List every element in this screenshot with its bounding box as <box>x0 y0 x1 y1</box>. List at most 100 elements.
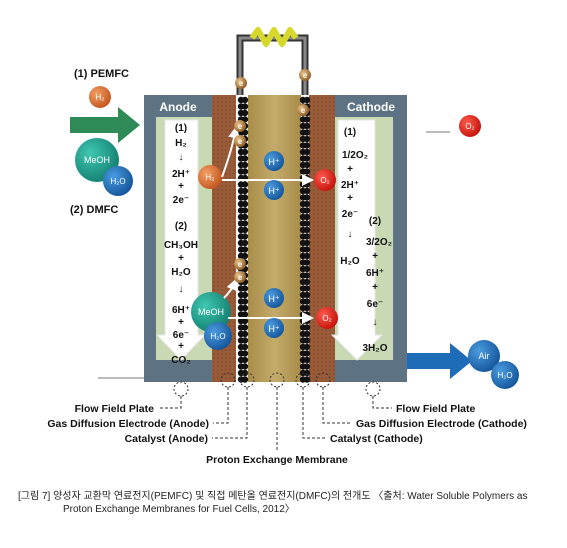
fuel-inlet-arrow <box>70 107 140 143</box>
air-molecule-icon <box>468 340 500 372</box>
svg-text:(1): (1) <box>344 127 356 138</box>
svg-text:+: + <box>178 317 184 328</box>
svg-text:O₂: O₂ <box>465 122 474 131</box>
svg-text:+: + <box>347 164 353 175</box>
pemfc-label: (1) PEMFC <box>74 68 129 80</box>
catalyst-particle <box>241 330 249 338</box>
catalyst-particle <box>241 298 249 305</box>
svg-text:H₂O: H₂O <box>497 371 512 380</box>
catalyst-particle <box>241 311 249 318</box>
catalyst-particle <box>303 330 311 338</box>
flow-field-plate-right-label: Flow Field Plate <box>396 403 476 415</box>
catalyst-particle <box>303 194 311 201</box>
catalyst-particle <box>303 363 311 370</box>
svg-text:↓: ↓ <box>348 229 353 240</box>
svg-text:H⁺: H⁺ <box>268 186 279 196</box>
catalyst-particle <box>303 337 311 344</box>
caption-line-1: [그림 7] 양성자 교환막 연료전지(PEMFC) 및 직접 메탄올 연료전지… <box>18 491 528 502</box>
svg-text:H₂O: H₂O <box>110 177 125 186</box>
svg-text:MeOH: MeOH <box>84 155 110 165</box>
svg-text:+: + <box>372 251 378 262</box>
electron-symbol: e <box>238 122 243 131</box>
catalyst-particle <box>303 233 311 240</box>
svg-text:H₂: H₂ <box>96 93 105 102</box>
electron-icon <box>234 135 246 147</box>
catalyst-particle <box>303 265 311 273</box>
catalyst-particle <box>241 317 249 325</box>
load-resistor <box>249 27 299 47</box>
catalyst-particle <box>303 252 311 260</box>
catalyst-particle <box>241 369 249 377</box>
electron-icon <box>235 77 247 89</box>
cathode-header: Cathode <box>347 100 395 114</box>
svg-text:6H⁺: 6H⁺ <box>172 305 190 316</box>
svg-text:6e⁻: 6e⁻ <box>367 299 383 310</box>
catalyst-particle <box>303 350 311 357</box>
catalyst-particle <box>303 148 311 156</box>
catalyst-particle <box>303 122 311 130</box>
catalyst-particle <box>303 168 311 175</box>
catalyst-particle <box>303 226 311 234</box>
catalyst-particle <box>303 285 311 292</box>
water-outlet-molecule-icon <box>491 361 519 389</box>
catalyst-particle <box>241 291 249 299</box>
catalyst-particle <box>303 239 311 247</box>
gde-cathode-label: Gas Diffusion Electrode (Cathode) <box>356 418 527 430</box>
svg-text:3H₂O: 3H₂O <box>362 343 387 354</box>
catalyst-particle <box>241 148 249 156</box>
catalyst-particle <box>303 311 311 318</box>
cathode-gas-diffusion-electrode <box>309 95 335 382</box>
caption-line-2: Proton Exchange Membranes for Fuel Cells… <box>63 504 295 515</box>
catalyst-particle <box>303 298 311 305</box>
electron-icon <box>299 69 311 81</box>
catalyst-particle <box>241 337 249 344</box>
catalyst-particle <box>303 259 311 266</box>
electron-icon <box>234 120 246 132</box>
catalyst-particle <box>241 161 249 169</box>
anode-header: Anode <box>159 100 197 114</box>
catalyst-particle <box>303 187 311 195</box>
svg-text:1/2O₂: 1/2O₂ <box>342 150 368 161</box>
catalyst-anode-label: Catalyst (Anode) <box>125 433 208 445</box>
electron-symbol: e <box>239 79 244 88</box>
catalyst-particle <box>303 207 311 214</box>
catalyst-particle <box>241 168 249 175</box>
svg-text:+: + <box>178 253 184 264</box>
catalyst-particle <box>241 350 249 357</box>
electron-symbol: e <box>238 137 243 146</box>
electron-icon <box>297 104 309 116</box>
catalyst-particle <box>303 291 311 299</box>
svg-text:H₂O: H₂O <box>340 256 360 267</box>
svg-text:H₂: H₂ <box>206 173 215 182</box>
electron-symbol: e <box>238 260 243 269</box>
cathode-reactions: (1) 1/2O₂ + 2H⁺ + 2e⁻ ↓ H₂O (2) 3/2O₂ + … <box>340 127 392 354</box>
svg-text:Air: Air <box>479 351 490 361</box>
electron-symbol: e <box>238 273 243 282</box>
svg-text:2e⁻: 2e⁻ <box>173 195 189 206</box>
catalyst-anode-layer <box>237 96 249 383</box>
catalyst-particle <box>241 356 249 364</box>
svg-text:O₂: O₂ <box>322 314 331 323</box>
proton-icon <box>264 318 284 338</box>
svg-text:(2): (2) <box>369 216 381 227</box>
electron-icon <box>234 271 246 283</box>
svg-text:H⁺: H⁺ <box>268 324 279 334</box>
catalyst-particle <box>241 155 249 162</box>
catalyst-particle <box>303 142 311 149</box>
water-anode-molecule-icon <box>204 322 232 350</box>
svg-text:+: + <box>372 282 378 293</box>
catalyst-particle <box>303 272 311 279</box>
catalyst-particle <box>303 200 311 208</box>
o2-inlet-molecule-icon <box>459 115 481 137</box>
catalyst-particle <box>241 239 249 247</box>
catalyst-particle <box>241 187 249 195</box>
catalyst-particle <box>303 356 311 364</box>
svg-text:↓: ↓ <box>179 152 184 163</box>
svg-text:+: + <box>178 181 184 192</box>
proton-icon <box>264 151 284 171</box>
svg-text:+: + <box>178 341 184 352</box>
catalyst-particle <box>303 304 311 312</box>
o2-cathode-molecule-icon <box>314 169 336 191</box>
methanol-anode-molecule-icon <box>191 292 231 332</box>
